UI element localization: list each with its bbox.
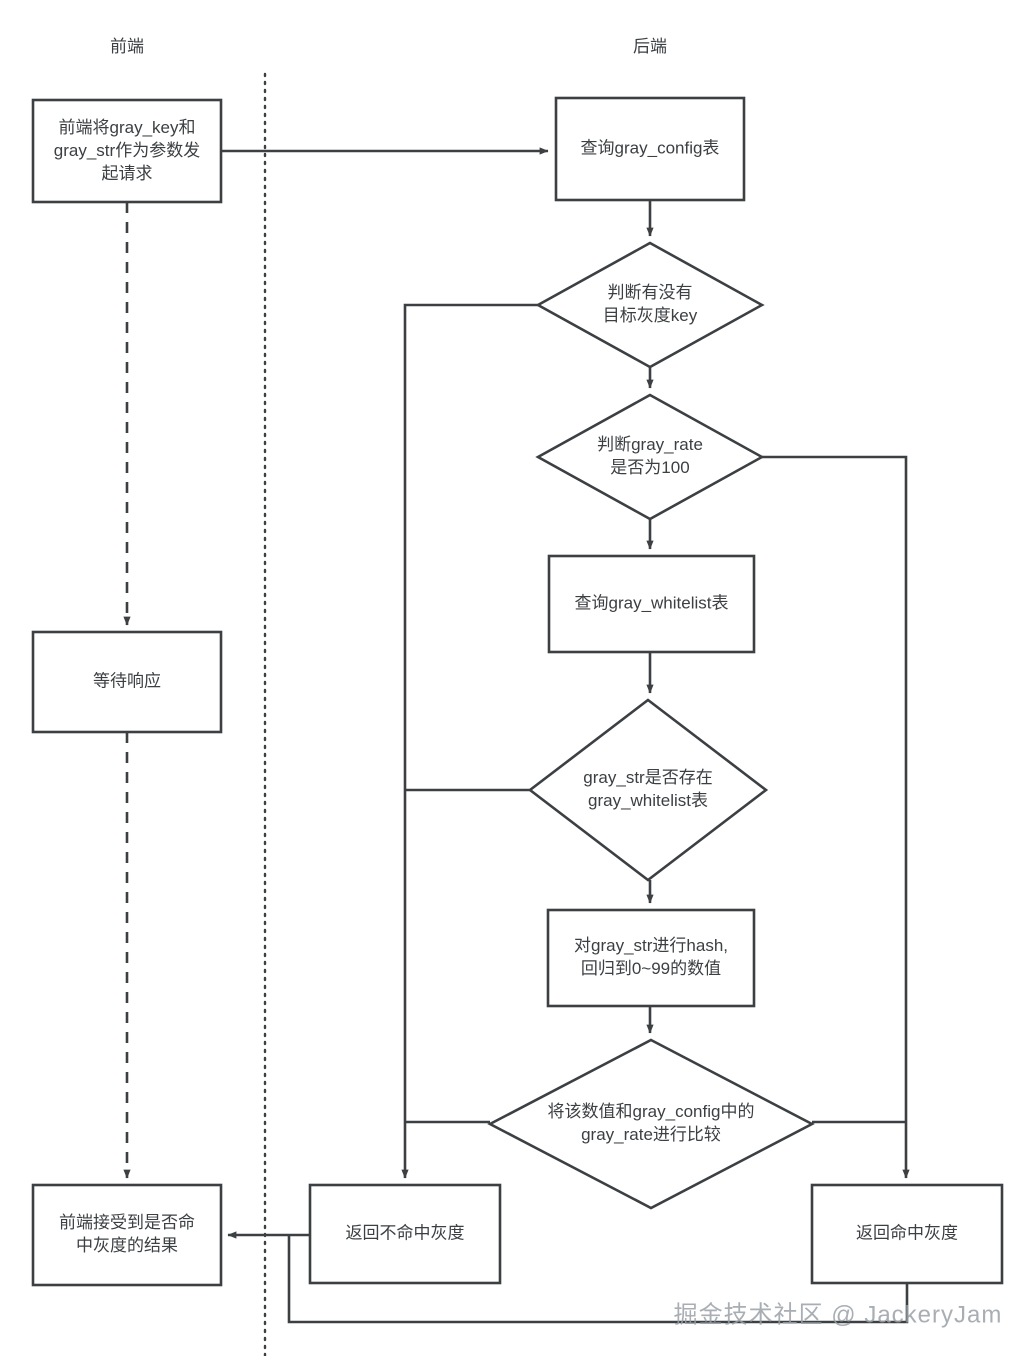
n-return-miss[interactable]: [308, 1183, 502, 1285]
lane-title-backend: 后端: [633, 37, 667, 56]
n-hash[interactable]: [546, 908, 756, 1008]
n-wait[interactable]: [31, 630, 223, 734]
edge-n-rate-100-to-n-return-hit: [762, 455, 910, 1179]
n-has-key[interactable]: [535, 241, 765, 369]
n-in-whitelist[interactable]: [527, 698, 769, 882]
n-result[interactable]: [31, 1183, 223, 1287]
n-compare[interactable]: [487, 1038, 815, 1210]
node-layer: [31, 96, 1004, 1287]
edge-n-return-hit-to-n-result: [287, 1235, 909, 1324]
watermark-text: 掘金技术社区 @ JackeryJam: [673, 1301, 1003, 1329]
n-return-hit[interactable]: [810, 1183, 1004, 1285]
n-query-whitelist[interactable]: [547, 554, 756, 654]
edge-n-has-key-to-n-return-miss: [401, 303, 538, 1179]
edge-layer: [123, 147, 910, 1324]
lane-title-frontend: 前端: [110, 37, 144, 56]
n-rate-100[interactable]: [535, 393, 765, 521]
n-query-config[interactable]: [554, 96, 746, 202]
n-request[interactable]: [31, 98, 223, 204]
